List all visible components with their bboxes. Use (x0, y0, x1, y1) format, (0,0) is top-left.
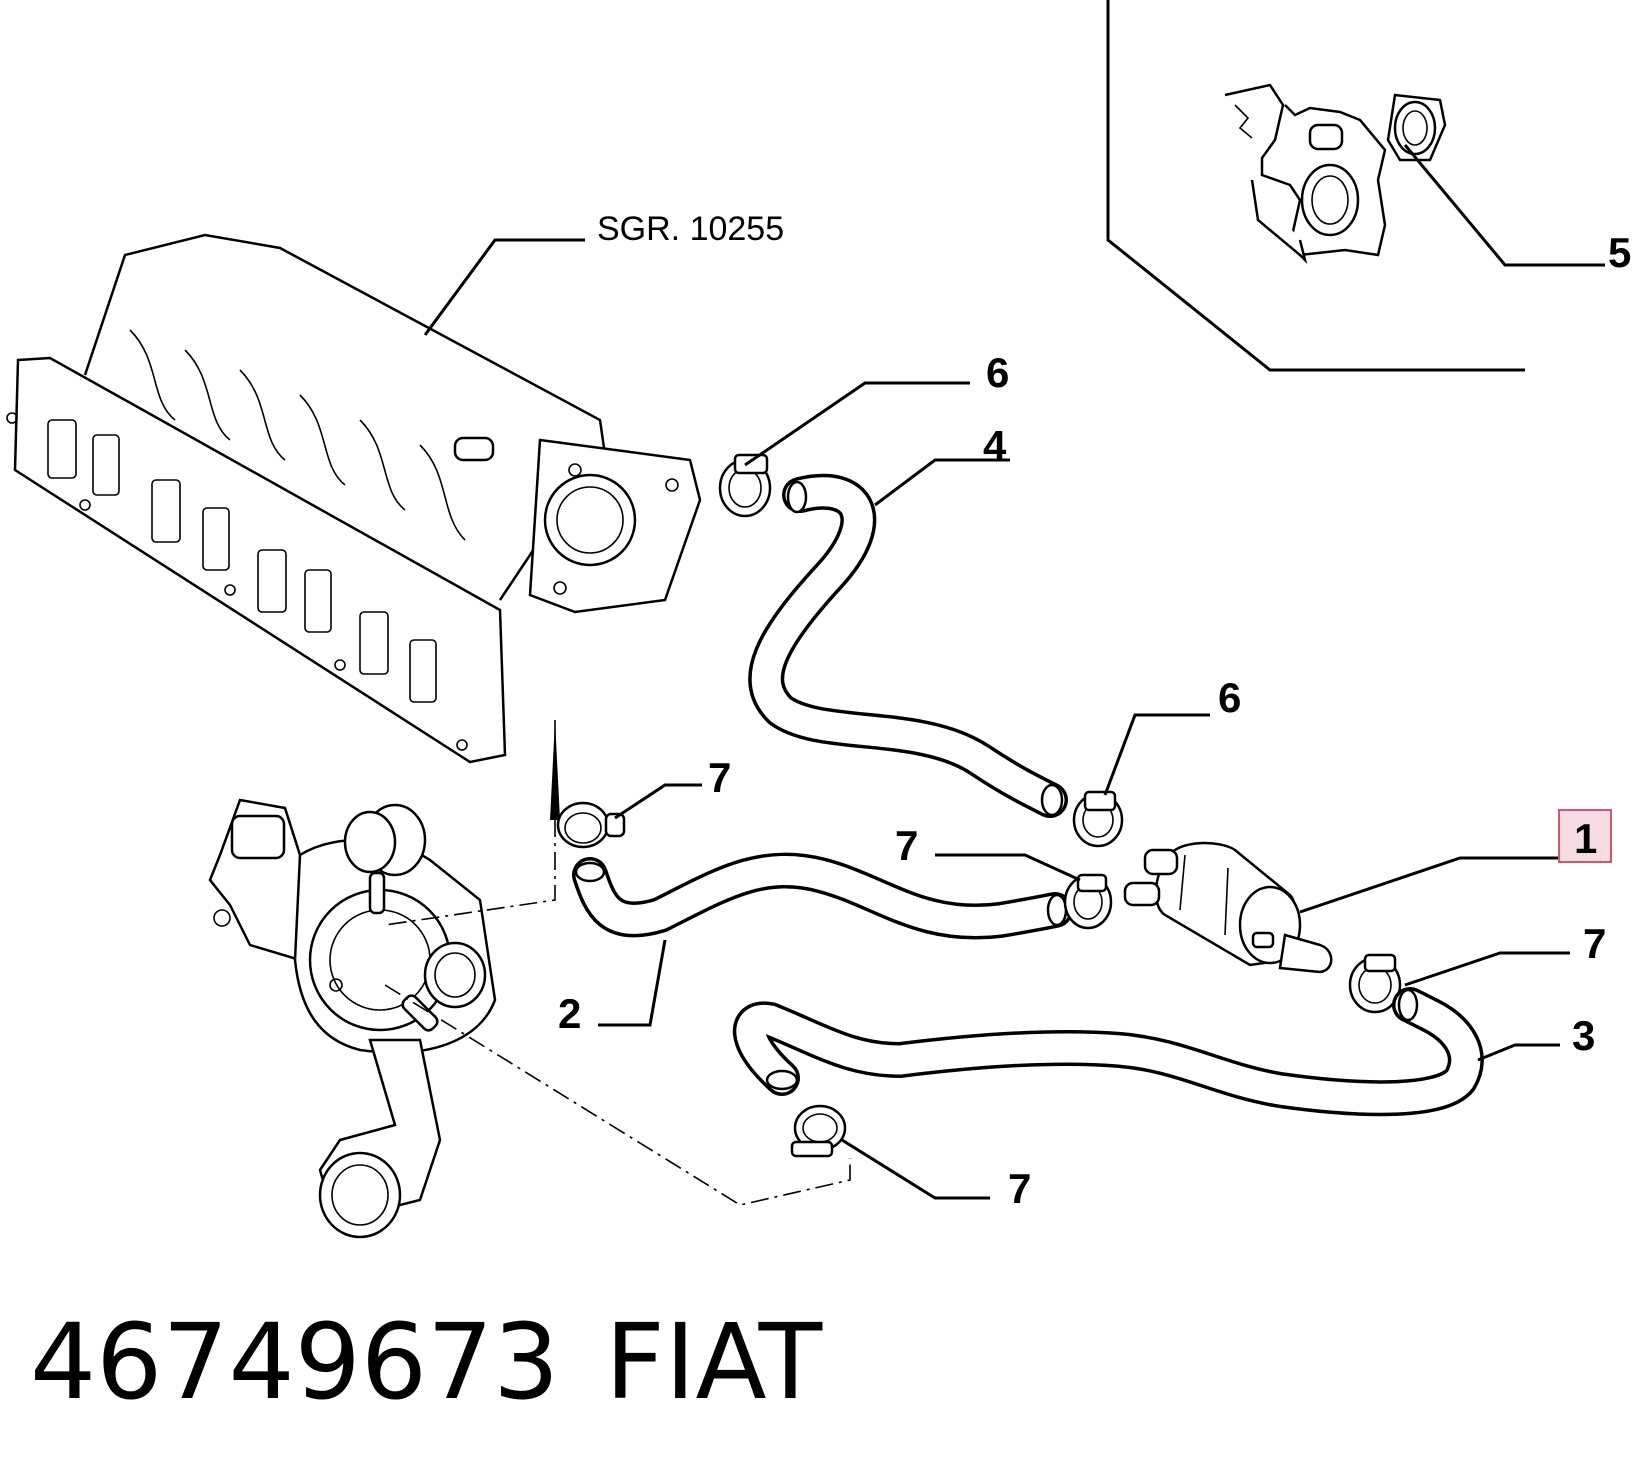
turbocharger (208, 798, 497, 1239)
clamp-part-7-center (1063, 873, 1113, 930)
clamp-part-6-upper (718, 453, 772, 518)
leader-7-center (935, 853, 1081, 882)
leader-7-lower (841, 1138, 990, 1200)
inset-frame (1106, 0, 1525, 372)
callout-7-lower: 7 (1008, 1165, 1031, 1212)
callout-5: 5 (1608, 229, 1631, 276)
leader-reference (423, 238, 585, 336)
clamp-part-7-right (1348, 953, 1402, 1014)
part-number: 46749673 (30, 1301, 559, 1423)
callout-6-upper: 6 (986, 349, 1009, 396)
highlighted-callout-box (1558, 809, 1612, 863)
assembly-lines (384, 720, 851, 1206)
leader-6-upper (744, 381, 970, 467)
leader-7-left (614, 783, 702, 820)
callout-7-center: 7 (895, 822, 918, 869)
reference-label: SGR. 10255 (597, 210, 784, 248)
intake-manifold (6, 233, 702, 764)
bracket-part-5 (1224, 83, 1447, 265)
leader-6-middle (1103, 713, 1210, 796)
clamp-part-7-left (556, 801, 626, 849)
hose-part-3 (732, 987, 1484, 1117)
leader-4 (874, 458, 1010, 507)
clamp-part-7-lower (790, 1104, 847, 1158)
callout-3: 3 (1572, 1012, 1595, 1059)
callout-1: 1 (1574, 815, 1597, 862)
leader-2 (598, 939, 667, 1027)
callout-7-left: 7 (708, 754, 731, 801)
brand-name: FIAT (605, 1301, 823, 1423)
leader-5 (1403, 144, 1605, 267)
callout-7-right: 7 (1583, 920, 1606, 967)
valve-part-1 (1123, 841, 1333, 974)
callout-4: 4 (983, 422, 1007, 469)
leader-3 (1477, 1043, 1560, 1062)
hose-part-4 (748, 473, 1068, 818)
clamp-part-6-middle (1072, 790, 1124, 848)
leader-7-right (1404, 951, 1570, 987)
leader-1 (1299, 856, 1560, 914)
callout-6-middle: 6 (1218, 674, 1241, 721)
hose-part-2 (572, 852, 1073, 940)
callout-2: 2 (558, 990, 581, 1037)
